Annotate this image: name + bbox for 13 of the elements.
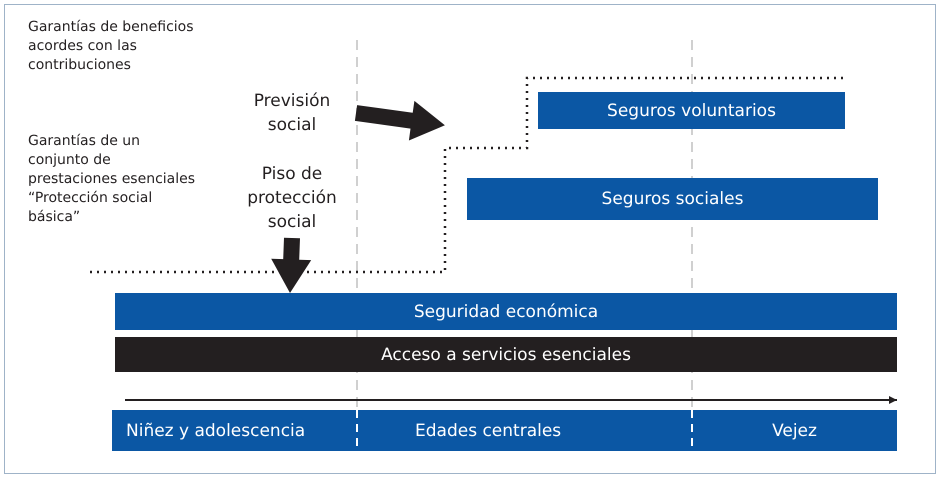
category-bar: Seguridad económica (115, 293, 897, 330)
category-bar: Seguros sociales (467, 178, 878, 220)
arrow (354, 100, 445, 140)
text-label: Piso de protección social (232, 160, 352, 236)
age-band: Edades centrales (357, 410, 692, 451)
text-label: Previsión social (232, 88, 352, 138)
note-text: Garantías de beneficios acordes con las contribuciones (28, 18, 195, 75)
category-bar: Seguros voluntarios (538, 92, 845, 129)
arrow (271, 238, 312, 293)
note-text: Garantías de un conjunto de prestaciones esenciales “Protección social básica” (28, 132, 196, 227)
age-band: Niñez y adolescencia (112, 410, 357, 451)
category-bar: Acceso a servicios esenciales (115, 337, 897, 372)
age-band: Vejez (692, 410, 897, 451)
